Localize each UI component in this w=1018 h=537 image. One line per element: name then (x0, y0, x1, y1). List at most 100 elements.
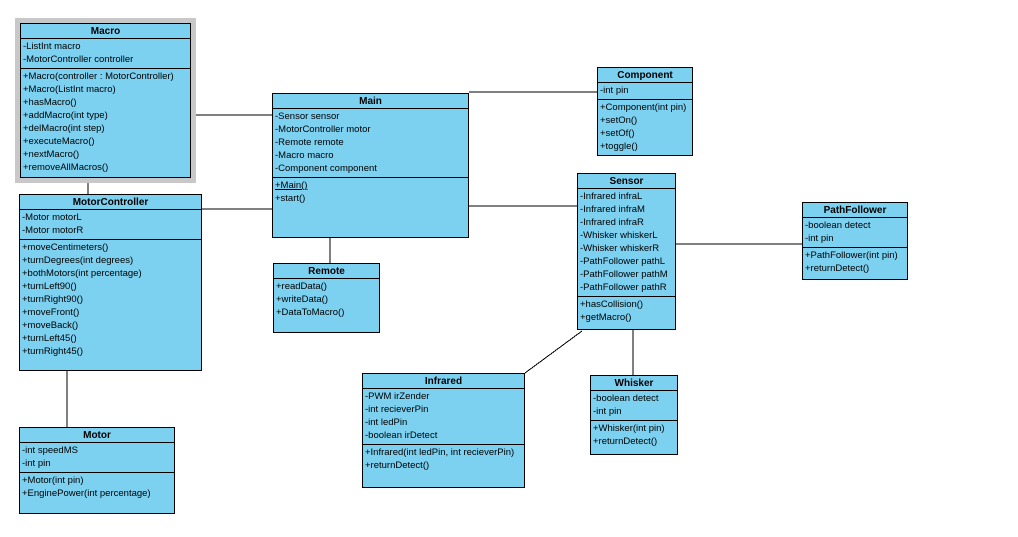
attribute-row: -boolean detect (593, 393, 659, 404)
class-attributes: -Infrared infraL -Infrared infraM -Infrare… (578, 189, 675, 297)
class-methods: +Macro(controller : MotorController) +Mac… (21, 69, 190, 177)
method-row: +delMacro(int step) (23, 123, 105, 134)
attribute-row: -MotorController controller (23, 54, 134, 65)
method-row: +Whisker(int pin) (593, 423, 665, 434)
attribute-row: -int pin (593, 406, 622, 417)
attribute-row: -int recieverPin (365, 404, 429, 415)
method-row: +removeAllMacros() (23, 162, 109, 173)
method-row: +writeData() (276, 294, 328, 305)
attribute-row: -Motor motorR (22, 225, 84, 236)
class-methods: +moveCentimeters() +turnDegrees(int degre… (20, 240, 201, 370)
method-row: +turnRight90() (22, 294, 83, 305)
class-methods: +Whisker(int pin) +returnDetect() (591, 421, 677, 454)
attribute-row: -Component component (275, 163, 377, 174)
class-title: Component (598, 68, 692, 83)
class-title: Sensor (578, 174, 675, 189)
class-title: PathFollower (803, 203, 907, 218)
method-row: +returnDetect() (805, 263, 870, 274)
method-row: +setOn() (600, 115, 638, 126)
attribute-row: -Infrared infraM (580, 204, 645, 215)
method-row: +hasMacro() (23, 97, 77, 108)
attribute-row: -int pin (600, 85, 629, 96)
class-title: Whisker (591, 376, 677, 391)
attribute-row: -Motor motorL (22, 212, 82, 223)
attribute-row: -PathFollower pathM (580, 269, 668, 280)
method-row: +Component(int pin) (600, 102, 687, 113)
method-row: +EnginePower(int percentage) (22, 488, 151, 499)
method-row: +getMacro() (580, 312, 632, 323)
method-row: +turnRight45() (22, 346, 83, 357)
attribute-row: -PWM irZender (365, 391, 430, 402)
class-methods: +Infrared(int ledPin, int recieverPin) +r… (363, 445, 524, 487)
method-row: +Infrared(int ledPin, int recieverPin) (365, 447, 515, 458)
method-row: +turnDegrees(int degrees) (22, 255, 134, 266)
method-row: +returnDetect() (593, 436, 658, 447)
attribute-row: -int ledPin (365, 417, 408, 428)
attribute-row: -boolean detect (805, 220, 871, 231)
class-title: Motor (20, 428, 174, 443)
attribute-row: -Macro macro (275, 150, 334, 161)
attribute-row: -ListInt macro (23, 41, 81, 52)
method-row: +Macro(controller : MotorController) (23, 71, 174, 82)
method-row: +Macro(ListInt macro) (23, 84, 116, 95)
attribute-row: -Whisker whiskerL (580, 230, 658, 241)
class-attributes: -PWM irZender -int recieverPin -int ledPin… (363, 389, 524, 445)
class-methods: +Motor(int pin) +EnginePower(int percenta… (20, 473, 174, 513)
class-title: Remote (274, 264, 379, 279)
method-row: +returnDetect() (365, 460, 430, 471)
class-box-component[interactable]: Component -int pin +Component(int pin) +s… (597, 67, 693, 156)
method-row: +turnLeft90() (22, 281, 77, 292)
class-methods: +PathFollower(int pin) +returnDetect() (803, 248, 907, 279)
method-row: +Main() (275, 180, 308, 191)
class-box-infrared[interactable]: Infrared -PWM irZender -int recieverPin -i… (362, 373, 525, 488)
method-row: +bothMotors(int percentage) (22, 268, 142, 279)
class-box-sensor[interactable]: Sensor -Infrared infraL-Infrared infraM-… (577, 173, 676, 330)
method-row: +PathFollower(int pin) (805, 250, 898, 261)
class-box-motor[interactable]: Motor -int speedMS -int pin +Motor(int pi… (19, 427, 175, 514)
class-title: Macro (21, 24, 190, 39)
class-methods: +hasCollision()+getMacro() (578, 297, 675, 329)
attribute-row: -int speedMS (22, 445, 78, 456)
method-row: +DataToMacro() (276, 307, 345, 318)
class-box-pathfollower[interactable]: PathFollower -boolean detect -int pin +Pa… (802, 202, 908, 280)
attribute-row: -MotorController motor (275, 124, 371, 135)
attribute-row: -int pin (805, 233, 834, 244)
attribute-row: -PathFollower pathL (580, 256, 666, 267)
attribute-row: -Whisker whiskerR (580, 243, 660, 254)
method-row: +moveBack() (22, 320, 79, 331)
class-attributes: -Motor motorL -Motor motorR (20, 210, 201, 240)
class-attributes: -Sensor sensor -MotorController motor -Rem… (273, 109, 468, 178)
class-box-whisker[interactable]: Whisker -boolean detect -int pin +Whisker… (590, 375, 678, 455)
class-title: Main (273, 94, 468, 109)
method-row: +start() (275, 193, 306, 204)
class-box-main[interactable]: Main -Sensor sensor -MotorController moto… (272, 93, 469, 238)
class-title: Infrared (363, 374, 524, 389)
attribute-row: -Sensor sensor (275, 111, 340, 122)
class-methods: +Main() +start() (273, 178, 468, 237)
connector-sensor-infrared[interactable] (524, 330, 583, 374)
class-box-macro[interactable]: Macro -ListInt macro -MotorController con… (15, 18, 196, 183)
method-row: +readData() (276, 281, 327, 292)
class-box-motorcontroller[interactable]: MotorController -Motor motorL-Motor moto… (19, 194, 202, 371)
method-row: +toggle() (600, 141, 638, 152)
class-box-remote[interactable]: Remote +readData() +writeData() +DataToMac… (273, 263, 380, 333)
class-methods: +Component(int pin)+setOn()+setOf()+togg… (598, 100, 692, 155)
method-row: +nextMacro() (23, 149, 80, 160)
attribute-row: -Infrared infraR (580, 217, 644, 228)
attribute-row: -Remote remote (275, 137, 344, 148)
method-row: +moveCentimeters() (22, 242, 109, 253)
class-attributes: -boolean detect -int pin (591, 391, 677, 421)
method-row: +executeMacro() (23, 136, 95, 147)
class-attributes: -boolean detect -int pin (803, 218, 907, 248)
attribute-row: -int pin (22, 458, 51, 469)
class-methods: +readData() +writeData() +DataToMacro() (274, 279, 379, 332)
attribute-row: -Infrared infraL (580, 191, 643, 202)
class-attributes: -int pin (598, 83, 692, 100)
class-attributes: -int speedMS -int pin (20, 443, 174, 473)
attribute-row: -PathFollower pathR (580, 282, 667, 293)
method-row: +moveFront() (22, 307, 80, 318)
method-row: +turnLeft45() (22, 333, 77, 344)
method-row: +Motor(int pin) (22, 475, 84, 486)
class-title: MotorController (20, 195, 201, 210)
